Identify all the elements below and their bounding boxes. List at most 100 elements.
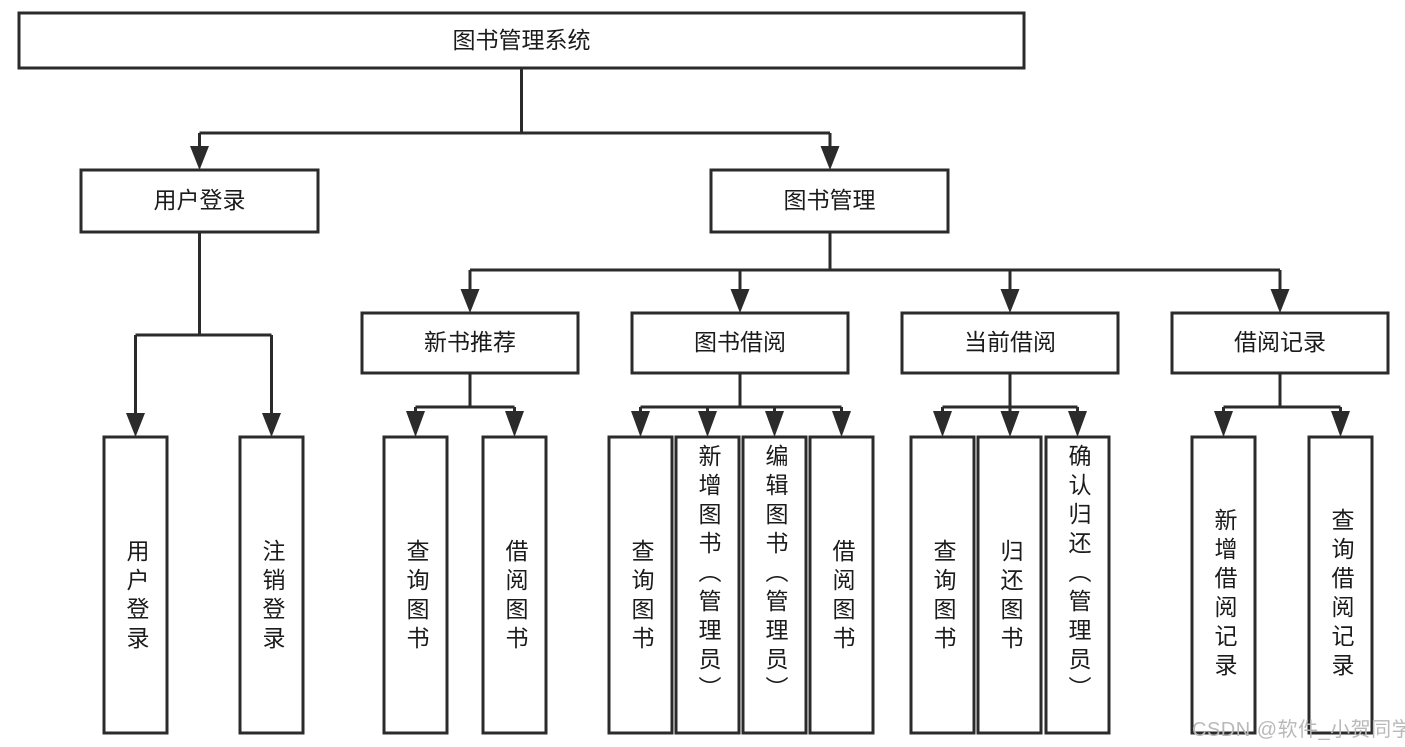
node-leaf-query-book-1-label: 查询图书 [403,539,429,655]
node-leaf-query-book-2[interactable]: 查询图书 [607,435,674,735]
connector-group-user-login [126,232,281,437]
node-leaf-user-logout-label: 注销登录 [259,539,285,655]
node-leaf-add-book[interactable]: 新增图书（管理员） [674,435,741,735]
node-leaf-user-logout-label-area: 注销登录 [259,539,285,655]
connector-group-new-book-recommend [406,373,524,437]
arrow-head-book-management [820,146,840,170]
node-leaf-user-logout[interactable]: 注销登录 [238,435,305,735]
node-leaf-confirm-return-box[interactable] [1044,435,1111,735]
arrow-head-leaf-add-book [698,411,717,437]
node-leaf-return-book-label-area: 归还图书 [997,539,1023,655]
arrow-head-leaf-edit-book [765,411,784,437]
arrow-head-leaf-query-book-1 [406,411,425,437]
node-leaf-return-book[interactable]: 归还图书 [976,435,1043,735]
node-leaf-confirm-return-label: 确认归还（管理员） [1065,444,1091,705]
node-leaf-query-book-2-box[interactable] [607,435,674,735]
node-leaf-query-book-1-box[interactable] [382,435,449,735]
arrow-head-leaf-query-record [1331,411,1350,437]
connector-group-current-borrow [933,373,1087,437]
connector-group-book-management [460,232,1290,313]
node-leaf-user-login-box[interactable] [102,435,169,735]
node-leaf-query-book-1[interactable]: 查询图书 [382,435,449,735]
node-leaf-user-login-label: 用户登录 [123,539,149,655]
node-book-borrow[interactable]: 图书借阅 [630,311,850,375]
connector-group-borrow-record [1214,373,1350,437]
arrow-head-leaf-confirm-return [1068,411,1087,437]
node-book-borrow-box[interactable] [630,311,850,375]
node-leaf-borrow-book-2[interactable]: 借阅图书 [808,435,875,735]
arrow-head-leaf-query-book-3 [933,411,952,437]
arrow-head-leaf-user-logout [262,413,281,437]
node-user-login[interactable]: 用户登录 [79,168,320,234]
node-leaf-add-record-label-area: 新增借阅记录 [1211,508,1237,682]
arrow-head-leaf-query-book-2 [631,411,650,437]
node-leaf-borrow-book-2-box[interactable] [808,435,875,735]
node-leaf-edit-book-label: 编辑图书（管理员） [762,444,788,705]
node-leaf-user-login[interactable]: 用户登录 [102,435,169,735]
node-leaf-borrow-book-2-label-area: 借阅图书 [829,539,855,655]
arrow-head-leaf-borrow-book-2 [832,411,851,437]
node-leaf-borrow-book-1[interactable]: 借阅图书 [481,435,548,735]
arrow-head-book-borrow [730,289,750,313]
node-borrow-record[interactable]: 借阅记录 [1170,311,1390,375]
node-leaf-edit-book[interactable]: 编辑图书（管理员） [741,435,808,735]
node-leaf-query-record-box[interactable] [1307,435,1374,735]
node-leaf-confirm-return-label-area: 确认归还（管理员） [1065,444,1091,705]
arrow-head-leaf-borrow-book-1 [505,411,524,437]
node-current-borrow[interactable]: 当前借阅 [900,311,1120,375]
node-leaf-user-login-label-area: 用户登录 [123,539,149,655]
node-leaf-add-record-box[interactable] [1190,435,1257,735]
node-leaf-return-book-box[interactable] [976,435,1043,735]
arrow-head-new-book-recommend [460,289,480,313]
node-book-management[interactable]: 图书管理 [709,168,950,234]
node-leaf-query-book-3[interactable]: 查询图书 [909,435,976,735]
node-leaf-query-book-3-label: 查询图书 [930,539,956,655]
node-book-management-box[interactable] [709,168,950,234]
arrow-head-leaf-add-record [1214,411,1233,437]
arrow-head-leaf-return-book [1000,411,1020,437]
node-leaf-borrow-book-1-box[interactable] [481,435,548,735]
node-leaf-query-book-2-label: 查询图书 [628,539,654,655]
node-new-book-recommend[interactable]: 新书推荐 [360,311,580,375]
connector-group-book-borrow [631,373,851,437]
node-leaf-edit-book-box[interactable] [741,435,808,735]
node-book-borrow-label: 图书借阅 [694,329,786,355]
node-current-borrow-label: 当前借阅 [964,329,1056,355]
node-leaf-edit-book-label-area: 编辑图书（管理员） [762,444,788,705]
node-new-book-recommend-box[interactable] [360,311,580,375]
node-leaf-query-record[interactable]: 查询借阅记录 [1307,435,1374,735]
node-borrow-record-box[interactable] [1170,311,1390,375]
node-current-borrow-box[interactable] [900,311,1120,375]
node-leaf-borrow-book-1-label: 借阅图书 [502,539,528,655]
node-leaf-query-book-2-label-area: 查询图书 [628,539,654,655]
node-leaf-add-book-box[interactable] [674,435,741,735]
node-leaf-add-book-label: 新增图书（管理员） [695,444,721,705]
node-leaf-add-record-label: 新增借阅记录 [1211,508,1237,682]
node-leaf-query-book-3-box[interactable] [909,435,976,735]
node-new-book-recommend-label: 新书推荐 [424,329,516,355]
node-leaf-confirm-return[interactable]: 确认归还（管理员） [1044,435,1111,735]
node-book-management-label: 图书管理 [784,187,876,213]
arrow-head-current-borrow [1000,289,1020,313]
arrow-head-leaf-user-login [126,413,145,437]
node-user-login-box[interactable] [79,168,320,234]
connector-group-root [190,68,840,170]
node-leaf-query-record-label-area: 查询借阅记录 [1328,508,1354,682]
node-leaf-borrow-book-1-label-area: 借阅图书 [502,539,528,655]
node-leaf-borrow-book-2-label: 借阅图书 [829,539,855,655]
node-leaf-query-record-label: 查询借阅记录 [1328,508,1354,682]
node-leaf-add-record[interactable]: 新增借阅记录 [1190,435,1257,735]
node-root-label: 图书管理系统 [453,27,591,53]
node-user-login-label: 用户登录 [154,187,246,213]
node-leaf-return-book-label: 归还图书 [997,539,1023,655]
node-leaf-query-book-1-label-area: 查询图书 [403,539,429,655]
node-root-box[interactable] [17,11,1026,70]
node-root-book-management-system[interactable]: 图书管理系统 [17,11,1026,70]
node-leaf-query-book-3-label-area: 查询图书 [930,539,956,655]
node-leaf-user-logout-box[interactable] [238,435,305,735]
node-leaf-add-book-label-area: 新增图书（管理员） [695,444,721,705]
node-borrow-record-label: 借阅记录 [1234,329,1326,355]
arrow-head-borrow-record [1270,289,1290,313]
